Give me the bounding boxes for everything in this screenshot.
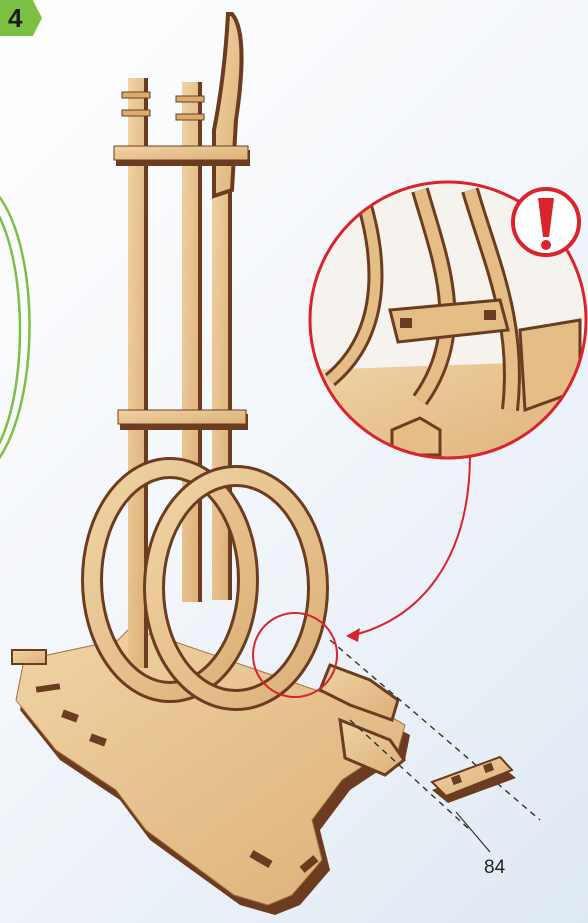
detail-pointer: [350, 455, 470, 636]
lower-crossbar: [118, 410, 248, 430]
part-number-label: 84: [484, 857, 505, 879]
exclamation-icon: [513, 189, 579, 255]
upper-crossbar: [114, 146, 250, 166]
part-leader-line: [456, 812, 490, 852]
lever-arm: [214, 14, 242, 196]
